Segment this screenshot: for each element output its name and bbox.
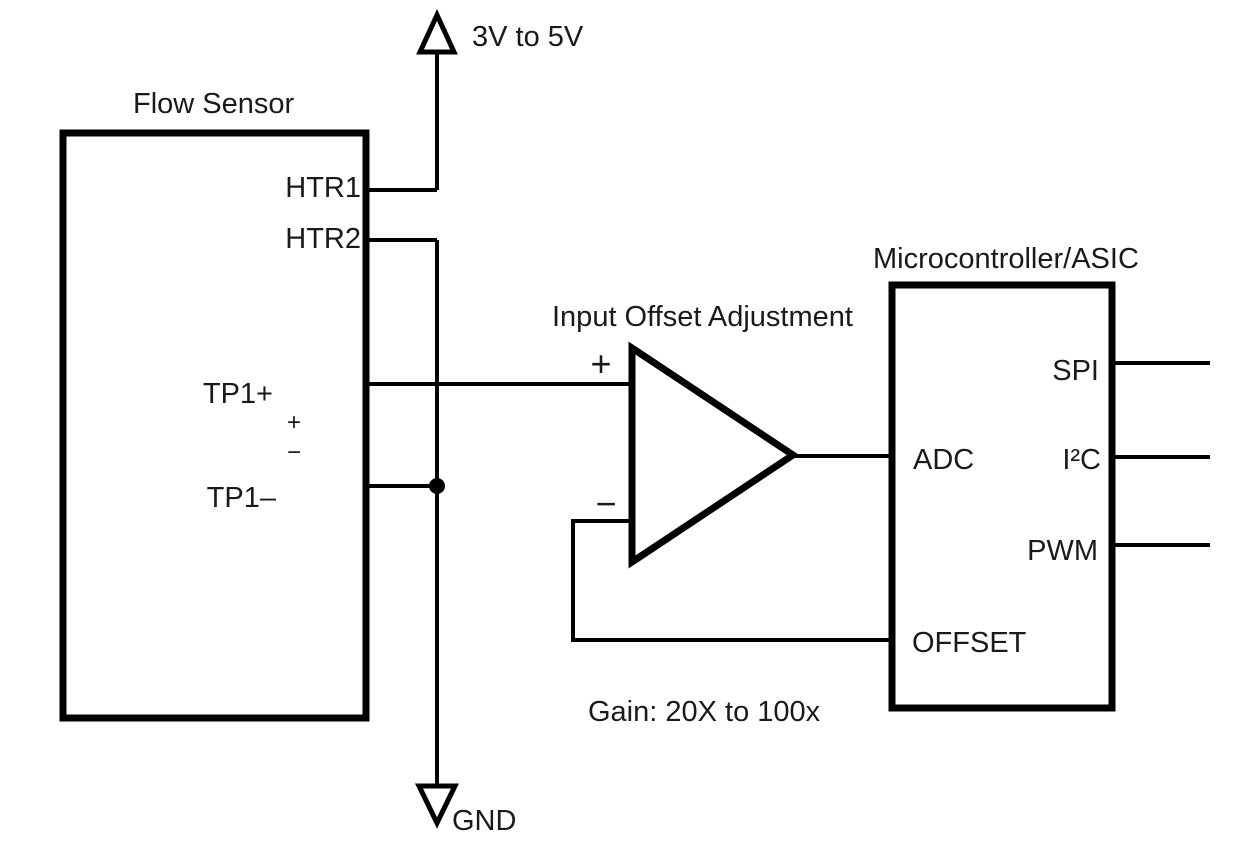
pin-label-offset: OFFSET bbox=[912, 627, 1027, 659]
source-minus-sign: − bbox=[287, 439, 301, 466]
gain-note: Gain: 20X to 100x bbox=[588, 696, 821, 728]
pin-label-pwm: PWM bbox=[1027, 535, 1098, 567]
opamp-title: Input Offset Adjustment bbox=[552, 301, 853, 333]
pin-label-spi: SPI bbox=[1052, 355, 1099, 387]
pin-label-i2c: I²C bbox=[1062, 444, 1101, 476]
power-supply-triangle-icon bbox=[416, 9, 458, 55]
pin-label-tp1-plus: TP1+ bbox=[203, 378, 273, 410]
microcontroller-box bbox=[888, 281, 1116, 712]
junction-dot bbox=[429, 478, 445, 494]
pin-label-htr1: HTR1 bbox=[285, 172, 361, 204]
power-label: 3V to 5V bbox=[472, 21, 584, 53]
pin-label-adc: ADC bbox=[913, 444, 974, 476]
flow-sensor-title: Flow Sensor bbox=[133, 88, 295, 120]
pin-label-tp1-minus: TP1– bbox=[207, 482, 277, 514]
flow-sensor-box bbox=[59, 129, 370, 722]
offset-feedback-wire bbox=[571, 519, 892, 642]
ground-triangle-icon bbox=[415, 783, 459, 829]
ground-label: GND bbox=[452, 805, 516, 837]
source-plus-sign: + bbox=[287, 409, 301, 436]
opamp-noninverting-sign: + bbox=[590, 343, 611, 384]
opamp-triangle bbox=[628, 341, 800, 569]
microcontroller-title: Microcontroller/ASIC bbox=[873, 243, 1139, 275]
pin-label-htr2: HTR2 bbox=[285, 223, 361, 255]
opamp-inverting-sign: − bbox=[595, 483, 616, 524]
